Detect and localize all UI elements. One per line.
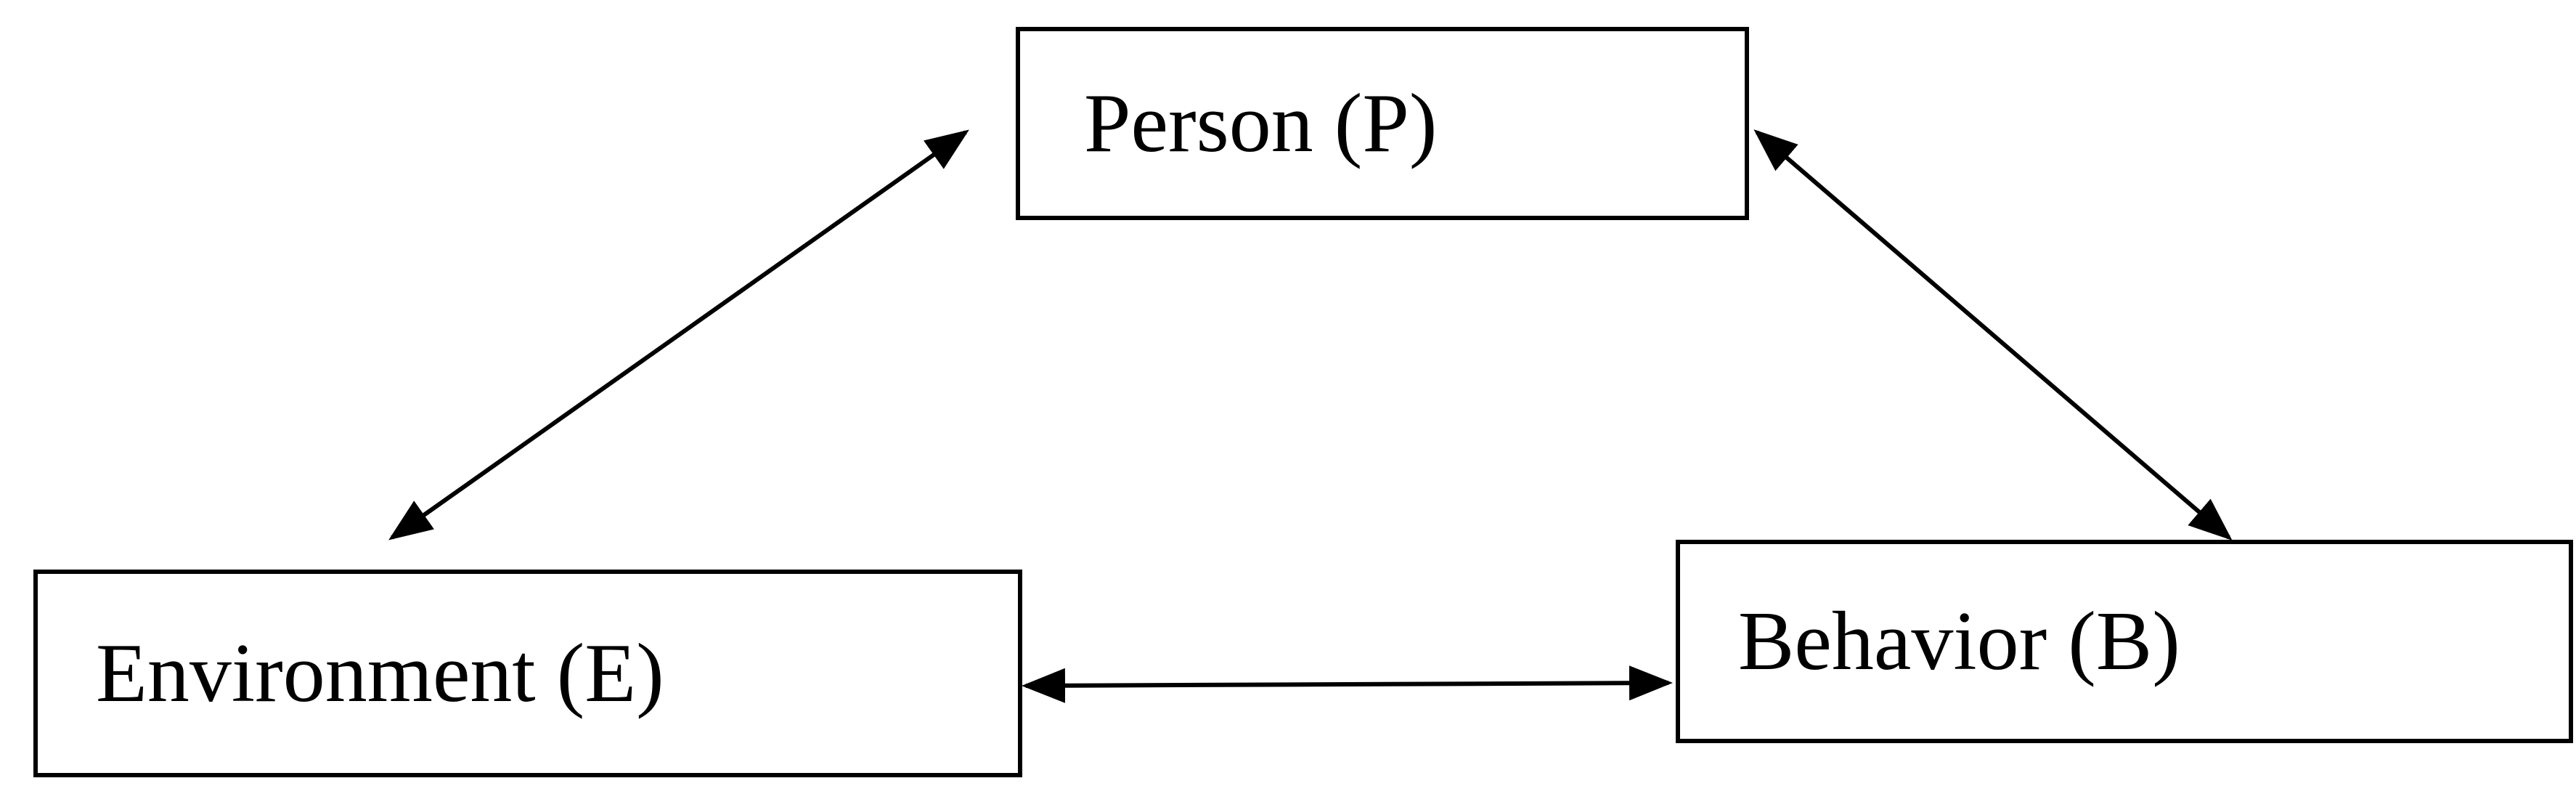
edge-environment-behavior	[1022, 665, 1673, 703]
behavior-label: Behavior (B)	[1738, 595, 2180, 688]
edge-person-behavior	[1753, 129, 2233, 540]
edge-environment-person	[388, 129, 969, 540]
person-node: Person (P)	[1016, 27, 1749, 220]
environment-node: Environment (E)	[33, 570, 1022, 777]
environment-label: Environment (E)	[96, 627, 664, 720]
behavior-node: Behavior (B)	[1676, 540, 2573, 743]
person-label: Person (P)	[1084, 77, 1438, 170]
